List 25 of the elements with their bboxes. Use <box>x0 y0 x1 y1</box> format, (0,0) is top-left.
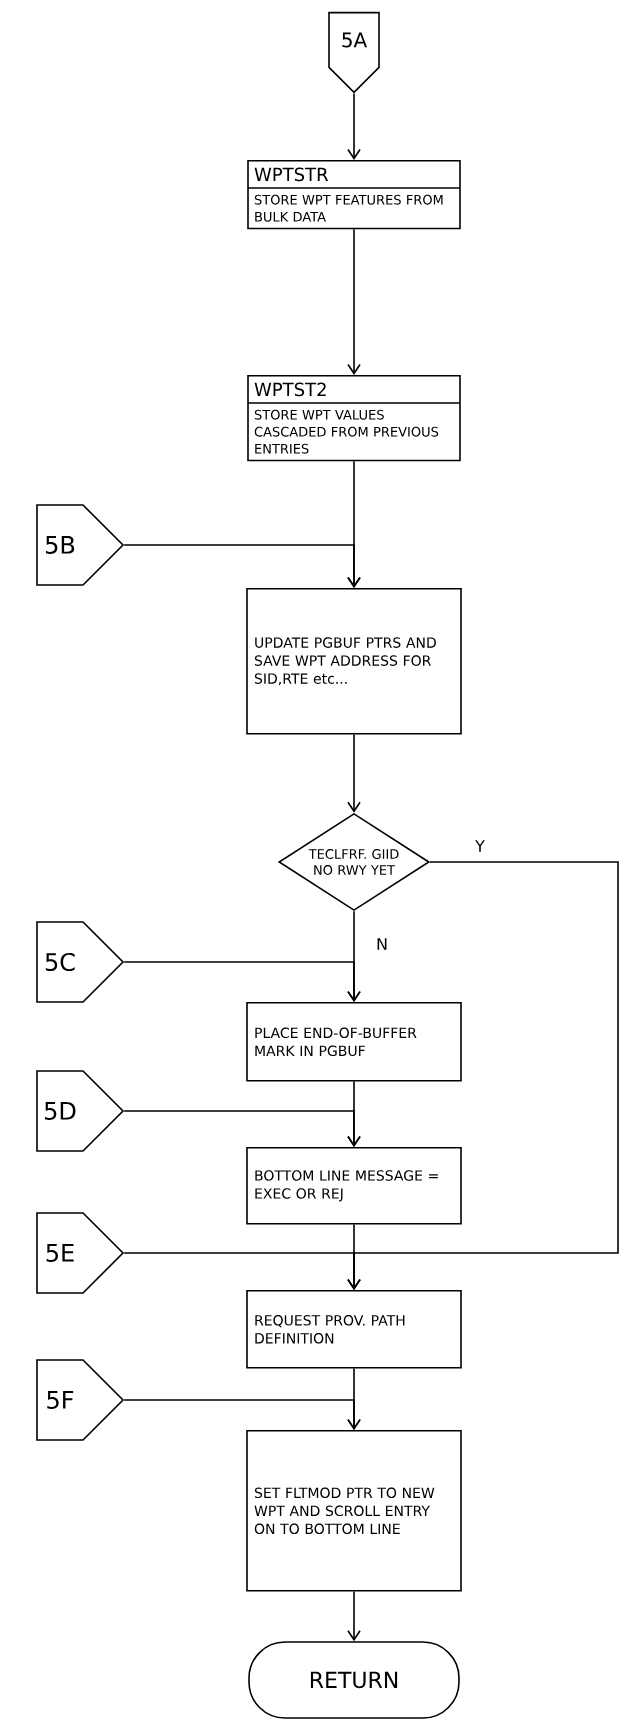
offpage-connector: 5C <box>36 921 125 1003</box>
edge-label: Y <box>474 839 486 853</box>
offpage-connector: 5F <box>36 1359 125 1441</box>
arrow <box>123 1252 361 1290</box>
arrow <box>123 1110 361 1147</box>
edge-label: N <box>375 937 389 951</box>
offpage-connector: 5A <box>328 11 380 94</box>
process-box: WPTST2 STORE WPT VALUES CASCADED FROM PREVIOUS ENTRIES <box>247 375 461 462</box>
arrow <box>123 544 361 588</box>
arrow <box>347 1590 361 1642</box>
process-box: SET FLTMOD PTR TO NEW WPT AND SCROLL ENTRY ON TO BOTTOM LINE <box>246 1430 462 1592</box>
arrow <box>123 961 361 1002</box>
arrow <box>347 733 361 813</box>
offpage-connector: 5D <box>36 1070 125 1152</box>
process-box: WPTSTR STORE WPT FEATURES FROM BULK DATA <box>247 160 461 230</box>
process-box: UPDATE PGBUF PTRS AND SAVE WPT ADDRESS FOR SID,RTE etc... <box>246 588 462 735</box>
arrow <box>347 92 361 160</box>
offpage-connector: 5E <box>36 1212 125 1294</box>
process-box: BOTTOM LINE MESSAGE = EXEC OR REJ <box>246 1147 462 1225</box>
process-box: PLACE END-OF-BUFFER MARK IN PGBUF <box>246 1002 462 1082</box>
arrow <box>123 1399 361 1430</box>
terminal-box: RETURN <box>248 1641 460 1719</box>
process-box: REQUEST PROV. PATH DEFINITION <box>246 1290 462 1369</box>
offpage-connector: 5B <box>36 504 125 586</box>
arrow <box>347 228 361 375</box>
